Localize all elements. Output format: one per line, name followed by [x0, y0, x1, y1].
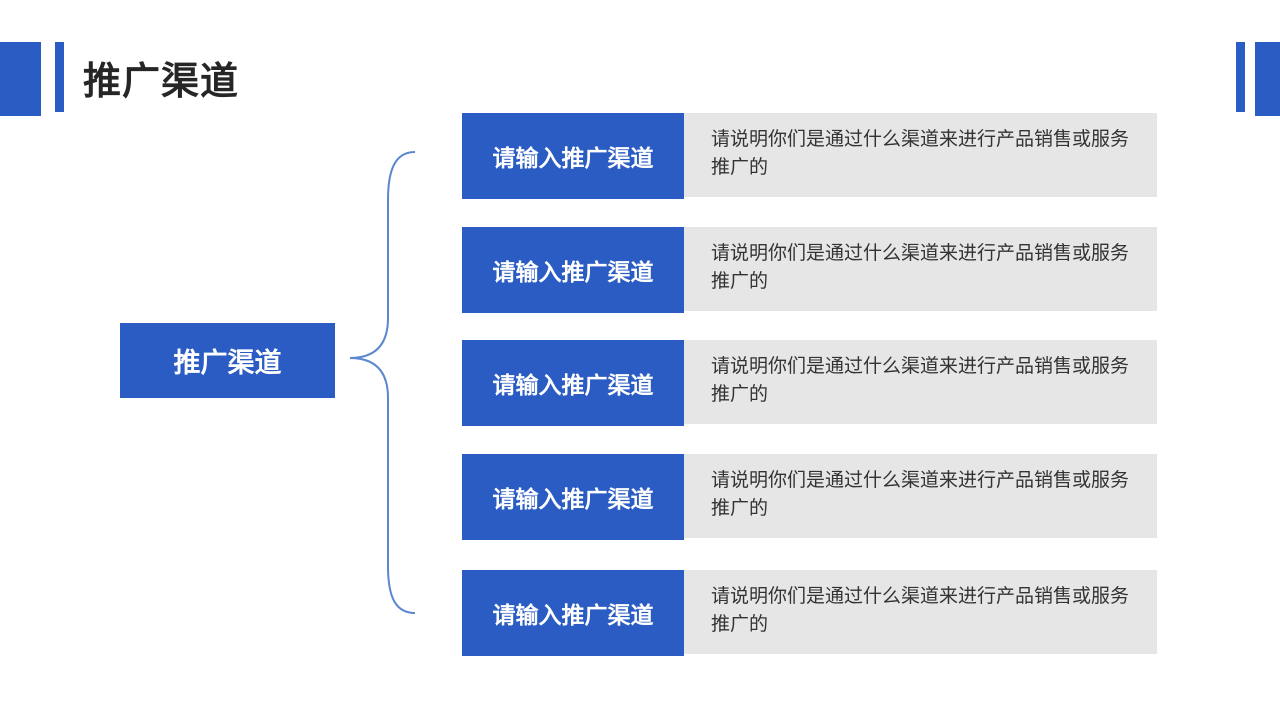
page-title: 推广渠道 — [83, 59, 240, 103]
channel-description: 请说明你们是通过什么渠道来进行产品销售或服务推广的 — [684, 340, 1157, 424]
channel-description: 请说明你们是通过什么渠道来进行产品销售或服务推广的 — [684, 570, 1157, 654]
channel-row: 请输入推广渠道 请说明你们是通过什么渠道来进行产品销售或服务推广的 — [462, 113, 1157, 199]
channel-row: 请输入推广渠道 请说明你们是通过什么渠道来进行产品销售或服务推广的 — [462, 340, 1157, 426]
root-node-label: 推广渠道 — [173, 348, 282, 379]
channel-label: 请输入推广渠道 — [462, 340, 684, 426]
root-node: 推广渠道 — [120, 323, 335, 398]
channel-description: 请说明你们是通过什么渠道来进行产品销售或服务推广的 — [684, 113, 1157, 197]
channel-label: 请输入推广渠道 — [462, 454, 684, 540]
channel-row: 请输入推广渠道 请说明你们是通过什么渠道来进行产品销售或服务推广的 — [462, 227, 1157, 313]
decor-bar-right-thin — [1236, 42, 1245, 112]
channel-description: 请说明你们是通过什么渠道来进行产品销售或服务推广的 — [684, 454, 1157, 538]
decor-bar-left-wide — [0, 42, 41, 116]
channel-label: 请输入推广渠道 — [462, 113, 684, 199]
decor-bar-right-wide — [1255, 42, 1280, 116]
channel-label: 请输入推广渠道 — [462, 570, 684, 656]
channel-description: 请说明你们是通过什么渠道来进行产品销售或服务推广的 — [684, 227, 1157, 311]
channel-label: 请输入推广渠道 — [462, 227, 684, 313]
channel-row: 请输入推广渠道 请说明你们是通过什么渠道来进行产品销售或服务推广的 — [462, 570, 1157, 656]
channel-row: 请输入推广渠道 请说明你们是通过什么渠道来进行产品销售或服务推广的 — [462, 454, 1157, 540]
decor-bar-left-thin — [55, 42, 64, 112]
